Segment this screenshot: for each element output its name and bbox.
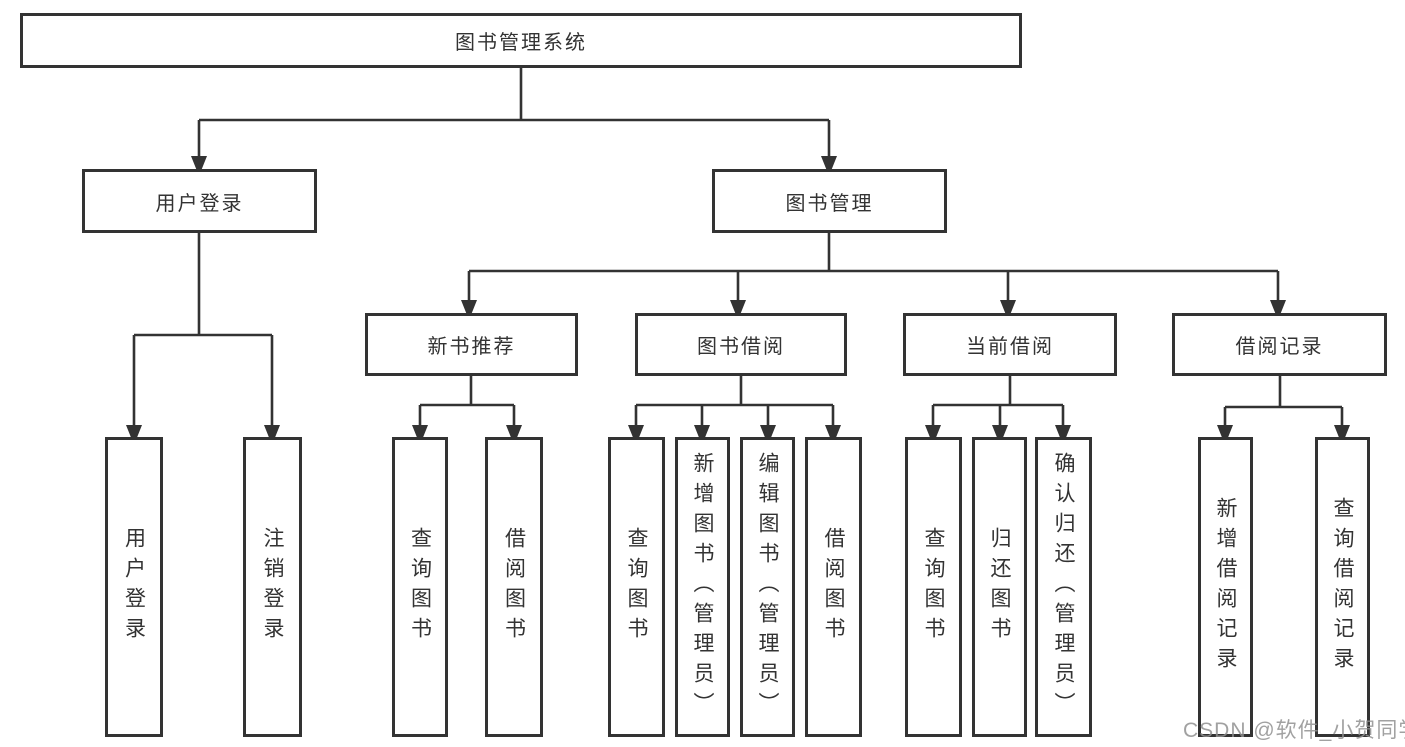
node-user-login: 用户登录 — [82, 169, 317, 233]
node-root: 图书管理系统 — [20, 13, 1022, 68]
leaf-return-book: 归还图书 — [972, 437, 1027, 737]
node-new-book-recommend: 新书推荐 — [365, 313, 578, 376]
leaf-query-borrow-record: 查询借阅记录 — [1315, 437, 1370, 737]
leaf-query-books-recommend: 查询图书 — [392, 437, 448, 737]
leaf-add-book-admin: 新增图书（管理员） — [675, 437, 730, 737]
leaf-confirm-return-admin: 确认归还（管理员） — [1035, 437, 1092, 737]
leaf-user-login: 用户登录 — [105, 437, 163, 737]
node-book-management: 图书管理 — [712, 169, 947, 233]
leaf-query-books-borrow: 查询图书 — [608, 437, 665, 737]
node-borrow-records: 借阅记录 — [1172, 313, 1387, 376]
leaf-query-books-current: 查询图书 — [905, 437, 962, 737]
leaf-logout: 注销登录 — [243, 437, 302, 737]
leaf-edit-book-admin: 编辑图书（管理员） — [740, 437, 795, 737]
node-book-borrow: 图书借阅 — [635, 313, 847, 376]
leaf-add-borrow-record: 新增借阅记录 — [1198, 437, 1253, 737]
leaf-borrow-books-recommend: 借阅图书 — [485, 437, 543, 737]
node-current-borrow: 当前借阅 — [903, 313, 1117, 376]
csdn-watermark: CSDN @软件_小贺同学 — [1183, 719, 1405, 742]
leaf-borrow-books: 借阅图书 — [805, 437, 862, 737]
